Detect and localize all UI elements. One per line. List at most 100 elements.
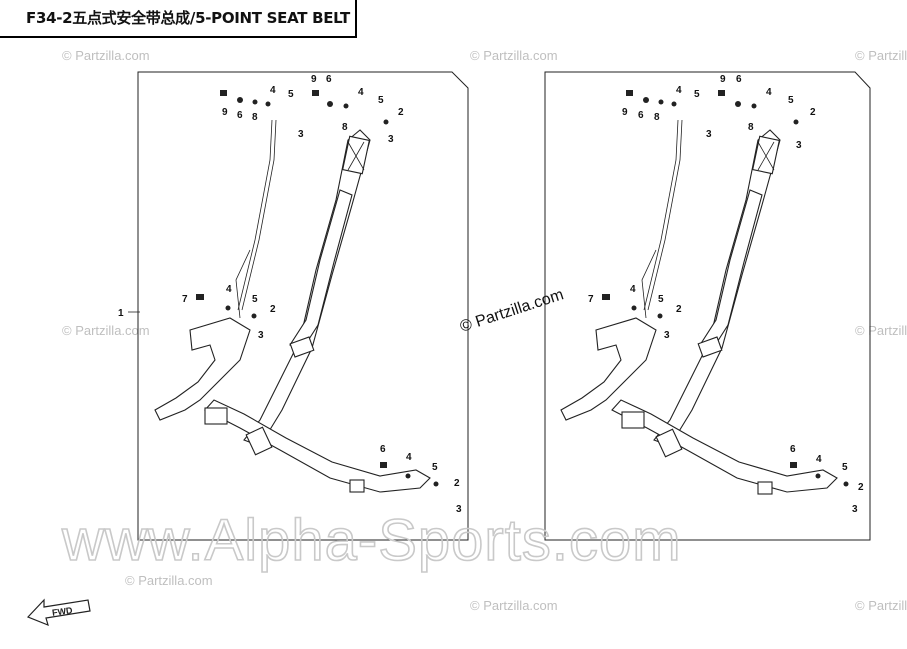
callout-6: 6 xyxy=(380,444,386,455)
callout-6: 6 xyxy=(790,444,796,455)
inner-strap xyxy=(699,189,763,351)
callout-7: 7 xyxy=(182,294,188,305)
callout-8: 8 xyxy=(748,122,754,133)
adjuster-cross xyxy=(757,141,775,171)
strap-buckle xyxy=(697,336,723,358)
washer-icon xyxy=(643,97,649,103)
watermark-small: © Partzilla.com xyxy=(470,48,558,63)
right-shoulder-belt xyxy=(243,129,371,447)
lower-lap-belt xyxy=(611,399,838,493)
left-cable xyxy=(237,119,273,311)
callout-6: 6 xyxy=(237,110,243,121)
adjuster-cross xyxy=(347,141,365,171)
watermark-small: © Partzilla.com xyxy=(855,323,907,338)
callout-4: 4 xyxy=(766,87,772,98)
washer-icon xyxy=(405,473,411,479)
callout-8: 8 xyxy=(342,122,348,133)
left-cable xyxy=(241,119,277,311)
callout-9: 9 xyxy=(311,74,317,85)
callout-6: 6 xyxy=(638,110,644,121)
hardware-top-right xyxy=(312,90,389,125)
callout-3: 3 xyxy=(796,140,802,151)
watermark-small: © Partzilla.com xyxy=(62,48,150,63)
callout-9: 9 xyxy=(222,107,228,118)
crotch-cable xyxy=(235,249,251,319)
watermark-small: © Partzilla.com xyxy=(125,573,213,588)
bolt-icon xyxy=(220,90,227,96)
washer-icon xyxy=(252,99,258,105)
strap-buckle xyxy=(289,336,315,358)
callout-5: 5 xyxy=(378,95,384,106)
watermark-small: © Partzilla.com xyxy=(855,598,907,613)
right-cable xyxy=(643,119,679,311)
callout-7: 7 xyxy=(588,294,594,305)
forward-arrow-icon: FWD xyxy=(26,598,91,627)
callout-5: 5 xyxy=(432,462,438,473)
callout-4: 4 xyxy=(406,452,412,463)
callout-3: 3 xyxy=(456,504,462,515)
watermark-small: © Partzilla.com xyxy=(62,323,150,338)
watermark-center: © Partzilla.com xyxy=(458,286,566,335)
bolt-icon xyxy=(196,294,204,300)
washer-icon xyxy=(225,305,231,311)
side-buckle xyxy=(245,426,273,456)
callout-4: 4 xyxy=(226,284,232,295)
callout-9: 9 xyxy=(720,74,726,85)
callout-6: 6 xyxy=(736,74,742,85)
callout-assembly: 1 xyxy=(118,308,124,319)
callout-5: 5 xyxy=(788,95,794,106)
center-buckle xyxy=(204,407,228,425)
fwd-label: FWD xyxy=(51,605,73,618)
callout-3: 3 xyxy=(706,129,712,140)
callout-2: 2 xyxy=(454,478,460,489)
callout-9: 9 xyxy=(622,107,628,118)
hardware-top-left xyxy=(626,90,677,107)
side-buckle xyxy=(655,428,683,458)
washer-icon xyxy=(735,101,741,107)
bolt-icon xyxy=(312,90,319,96)
nut-icon xyxy=(657,313,663,319)
callout-4: 4 xyxy=(816,454,822,465)
callout-3: 3 xyxy=(298,129,304,140)
left-lap-strap xyxy=(154,317,251,421)
small-watermarks: © Partzilla.com © Partzilla.com © Partzi… xyxy=(62,48,907,613)
right-panel-border xyxy=(544,71,871,541)
title-box: F34-2五点式安全带总成/5-POINT SEAT BELT xyxy=(0,0,357,38)
washer-icon xyxy=(658,99,664,105)
washer-icon xyxy=(631,305,637,311)
callout-5: 5 xyxy=(252,294,258,305)
callout-6: 6 xyxy=(326,74,332,85)
callout-3: 3 xyxy=(664,330,670,341)
inner-strap xyxy=(289,189,353,351)
watermark-large: www.Alpha-Sports.com xyxy=(61,508,682,573)
bolt-icon xyxy=(602,294,610,300)
callout-8: 8 xyxy=(654,112,660,123)
callout-2: 2 xyxy=(270,304,276,315)
callout-3: 3 xyxy=(852,504,858,515)
nut-icon xyxy=(843,481,849,487)
callout-4: 4 xyxy=(358,87,364,98)
callout-5: 5 xyxy=(694,89,700,100)
hardware-bottom xyxy=(790,462,849,487)
callout-5: 5 xyxy=(288,89,294,100)
callout-3: 3 xyxy=(388,134,394,145)
callout-4: 4 xyxy=(630,284,636,295)
callout-3: 3 xyxy=(258,330,264,341)
nut-icon xyxy=(671,101,677,107)
hardware-mid xyxy=(602,294,663,319)
left-seat-belt-group: 9 6 8 4 5 3 9 6 8 4 5 2 3 7 4 5 2 3 1 6 … xyxy=(118,71,469,541)
bolt-icon xyxy=(626,90,633,96)
callout-5: 5 xyxy=(842,462,848,473)
right-seat-belt-group: 9 6 8 4 5 3 9 6 8 4 5 2 3 7 4 5 2 3 6 4 … xyxy=(544,71,871,541)
right-cable xyxy=(647,119,683,311)
crotch-cable xyxy=(641,249,657,319)
watermark-small: © Partzilla.com xyxy=(470,598,558,613)
washer-icon xyxy=(343,103,349,109)
hardware-top-left xyxy=(220,90,271,107)
nut-icon xyxy=(793,119,799,125)
callout-2: 2 xyxy=(676,304,682,315)
lower-lap-belt xyxy=(204,399,431,493)
callout-2: 2 xyxy=(810,107,816,118)
